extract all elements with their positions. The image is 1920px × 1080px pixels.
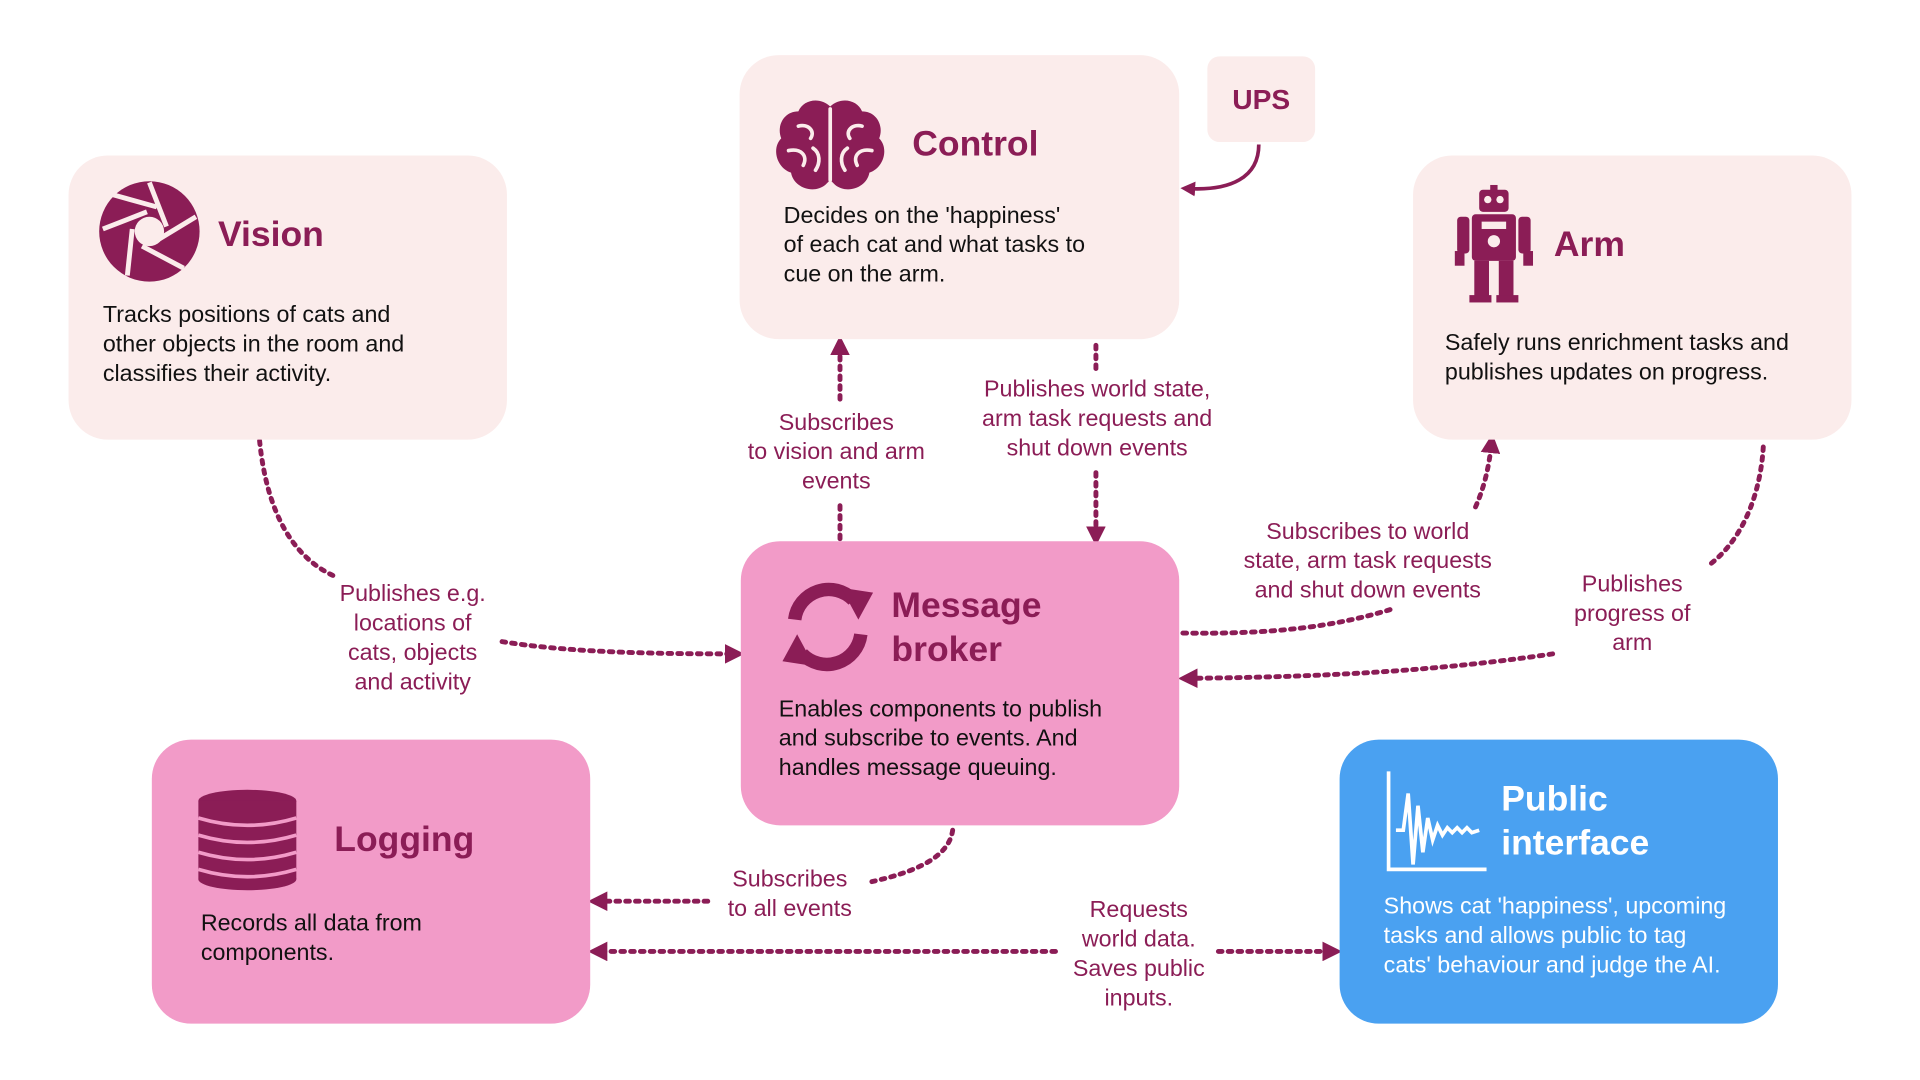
vision-title: Vision bbox=[217, 215, 324, 255]
edge-label-control-broker: Publishes world state, arm task requests… bbox=[982, 377, 1213, 462]
logging-title: Logging bbox=[334, 820, 475, 860]
message-broker-title: Message broker bbox=[891, 586, 1042, 670]
edge-label-broker-logging: Subscribes to all events bbox=[727, 866, 852, 923]
edge-label-arm-broker: Publishes progress of arm bbox=[1574, 571, 1691, 657]
connector-vision-broker bbox=[257, 438, 336, 578]
arm-node: Arm Safely runs enrichment tasks and pub… bbox=[1413, 155, 1852, 440]
edge-label-logging-public: Requests world data. Saves public inputs… bbox=[1072, 897, 1205, 1012]
database-icon bbox=[197, 789, 297, 891]
control-node: Control Decides on the 'happiness' of ea… bbox=[739, 55, 1180, 340]
edge-label-broker-control: Subscribes to vision and arm events bbox=[747, 410, 925, 495]
connector-vision-broker-arrow bbox=[499, 639, 745, 664]
ups-node: UPS bbox=[1207, 56, 1316, 143]
brain-icon bbox=[776, 100, 885, 190]
connector-broker-logging-upper bbox=[869, 827, 956, 885]
camera-aperture-icon bbox=[99, 181, 200, 282]
edge-label-broker-arm: Subscribes to world state, arm task requ… bbox=[1243, 519, 1492, 604]
vision-description: Tracks positions of cats and other objec… bbox=[102, 302, 405, 387]
message-broker-description: Enables components to publish and subscr… bbox=[778, 696, 1103, 782]
robot-icon bbox=[1454, 184, 1534, 303]
control-title: Control bbox=[912, 124, 1039, 165]
public-interface-description: Shows cat 'happiness', upcoming tasks an… bbox=[1383, 893, 1727, 979]
connector-arm-broker-lower bbox=[1177, 651, 1556, 689]
connector-broker-arm-upper bbox=[1473, 433, 1501, 510]
vision-node: Vision Tracks positions of cats and othe… bbox=[68, 155, 507, 440]
logging-node: Logging Records all data from components… bbox=[151, 739, 591, 1024]
public-interface-title: Public interface bbox=[1501, 780, 1650, 864]
arm-title: Arm bbox=[1553, 225, 1625, 265]
connector-broker-arm-lower bbox=[1180, 606, 1396, 636]
ups-title: UPS bbox=[1232, 83, 1291, 116]
edge-label-vision-broker: Publishes e.g. locations of cats, object… bbox=[339, 581, 486, 696]
connector-arm-broker-upper bbox=[1705, 444, 1766, 569]
connector-ups-control bbox=[1180, 144, 1261, 197]
arm-description: Safely runs enrichment tasks and publish… bbox=[1444, 330, 1789, 386]
refresh-arrows-icon bbox=[782, 582, 874, 672]
logging-description: Records all data from components. bbox=[200, 911, 422, 967]
message-broker-node: Message broker Enables components to pub… bbox=[740, 541, 1180, 826]
public-interface-node: Public interface Shows cat 'happiness', … bbox=[1339, 739, 1778, 1024]
control-description: Decides on the 'happiness' of each cat a… bbox=[783, 203, 1086, 288]
waveform-chart-icon bbox=[1386, 771, 1487, 872]
